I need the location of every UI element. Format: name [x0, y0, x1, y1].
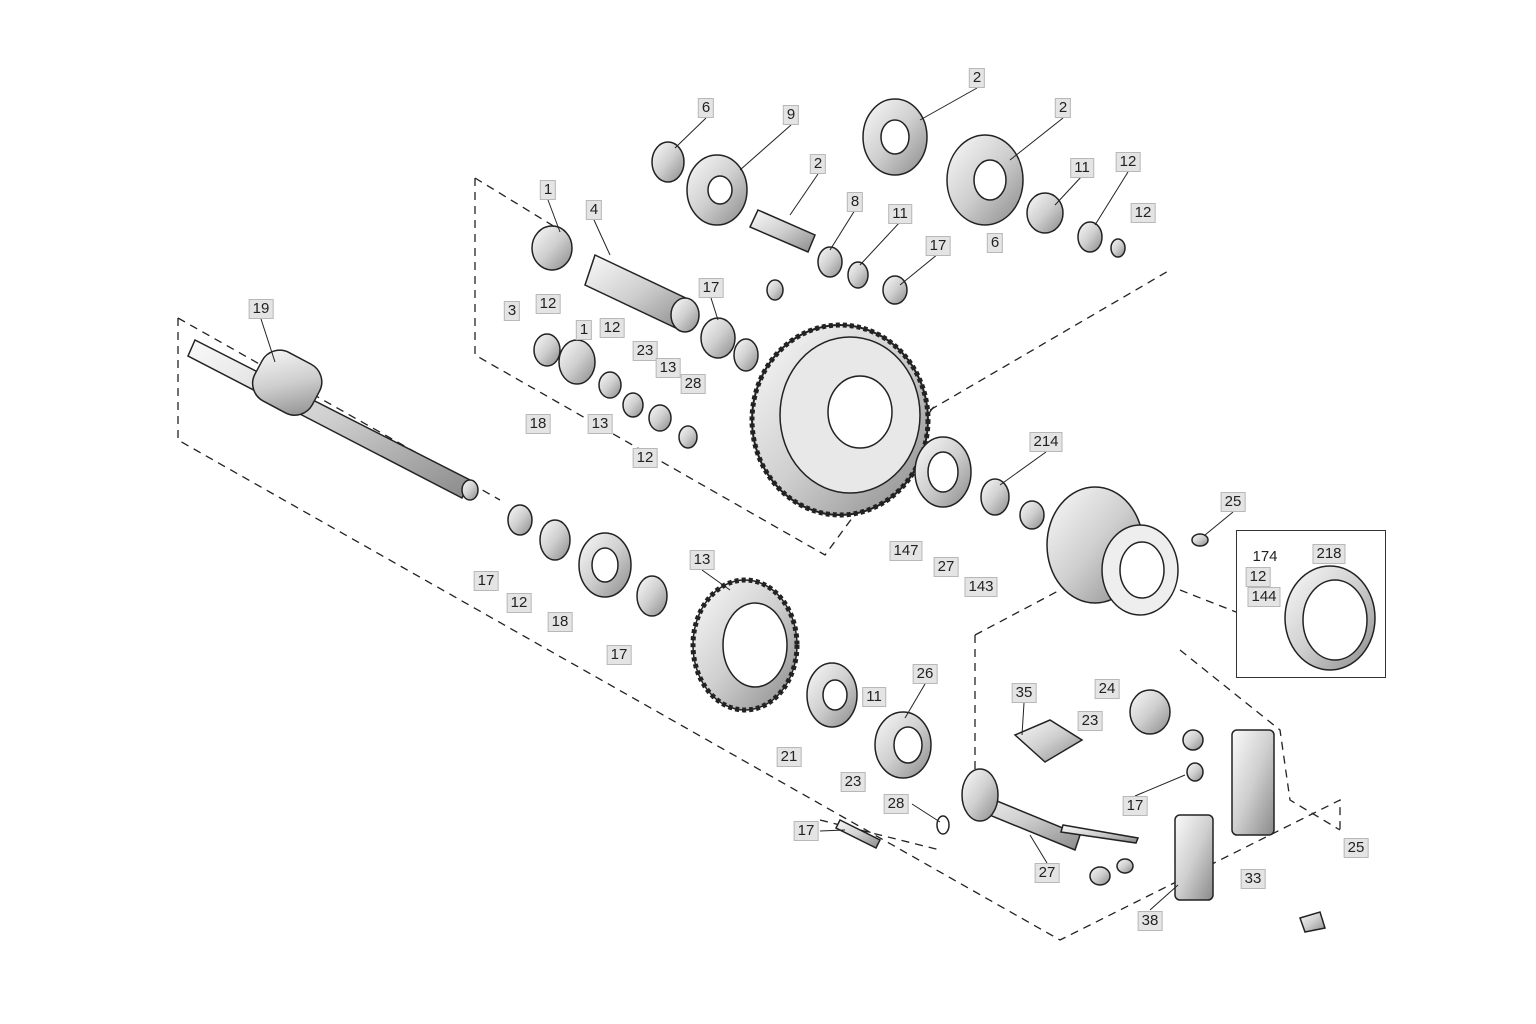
part-callout-label: 23 [632, 341, 658, 361]
part-callout-label: 27 [933, 557, 959, 577]
part-callout-label: 18 [547, 612, 573, 632]
part-callout-label: 24 [1094, 679, 1120, 699]
part-callout-label: 147 [889, 541, 923, 561]
part-callout-label: 144 [1247, 587, 1281, 607]
part-callout-label: 11 [1070, 158, 1094, 178]
leader-lines [260, 87, 1234, 911]
part-callout-label: 13 [655, 358, 681, 378]
part-callout-label: 13 [689, 550, 715, 570]
part-callout-label: 174 [1252, 548, 1278, 565]
part-callout-label: 2 [809, 154, 827, 174]
part-callout-label: 12 [1115, 152, 1141, 172]
part-callout-label: 12 [535, 294, 561, 314]
part-callout-label: 11 [862, 687, 886, 707]
part-callout-label: 143 [964, 577, 998, 597]
part-callout-label: 33 [1240, 869, 1266, 889]
part-callout-label: 12 [1245, 567, 1271, 587]
part-callout-label: 35 [1011, 683, 1037, 703]
part-callout-label: 218 [1312, 544, 1346, 564]
part-callout-label: 12 [632, 448, 658, 468]
part-callout-label: 4 [585, 200, 603, 220]
part-callout-label: 6 [986, 233, 1004, 253]
part-callout-label: 17 [925, 236, 951, 256]
part-callout-label: 12 [506, 593, 532, 613]
part-callout-label: 17 [698, 278, 724, 298]
detail-inset-frame [1236, 530, 1386, 678]
part-callout-label: 23 [840, 772, 866, 792]
part-callout-label: 17 [473, 571, 499, 591]
part-callout-label: 21 [776, 747, 802, 767]
part-callout-label: 12 [599, 318, 625, 338]
part-callout-label: 1 [575, 320, 593, 340]
part-callout-label: 27 [1034, 863, 1060, 883]
part-callout-label: 6 [697, 98, 715, 118]
part-callout-label: 2 [968, 68, 986, 88]
part-callout-label: 19 [248, 299, 274, 319]
part-callout-label: 13 [587, 414, 613, 434]
part-callout-label: 17 [793, 821, 819, 841]
part-callout-label: 2 [1054, 98, 1072, 118]
part-callout-label: 26 [912, 664, 938, 684]
part-callout-label: 25 [1343, 838, 1369, 858]
part-callout-label: 38 [1137, 911, 1163, 931]
part-callout-label: 1 [539, 180, 557, 200]
part-callout-label: 3 [503, 301, 521, 321]
part-callout-label: 8 [846, 192, 864, 212]
part-callout-label: 11 [888, 204, 912, 224]
part-callout-label: 28 [680, 374, 706, 394]
part-callout-label: 12 [1130, 203, 1156, 223]
part-callout-label: 18 [525, 414, 551, 434]
parts [187, 98, 1376, 933]
part-callout-label: 17 [606, 645, 632, 665]
part-callout-label: 23 [1077, 711, 1103, 731]
part-callout-label: 17 [1122, 796, 1148, 816]
part-callout-label: 214 [1029, 432, 1063, 452]
part-callout-label: 9 [782, 105, 800, 125]
part-callout-label: 28 [883, 794, 909, 814]
part-callout-label: 25 [1220, 492, 1246, 512]
